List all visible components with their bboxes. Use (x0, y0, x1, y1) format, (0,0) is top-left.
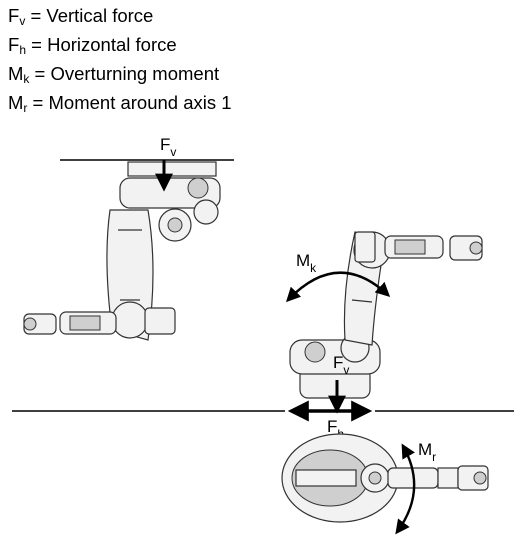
legend-subscript: v (19, 14, 26, 28)
floor-mounted-robot (289, 231, 483, 399)
force-legend: Fv = Vertical force Fh = Horizontal forc… (8, 4, 232, 120)
ceiling-mounted-robot (23, 161, 221, 341)
legend-symbol: F (8, 34, 20, 55)
legend-text: = Vertical force (25, 5, 154, 26)
overturning-moment-arrow (286, 271, 391, 303)
fv-floor-label: Fv (333, 353, 349, 377)
axis1-moment-arrow (395, 443, 416, 535)
mr-label: Mr (418, 440, 436, 464)
legend-subscript: r (23, 101, 28, 115)
legend-text: = Moment around axis 1 (27, 92, 232, 113)
fv-top-label: Fv (160, 135, 176, 159)
legend-row-moment-axis-1: Mr = Moment around axis 1 (8, 91, 232, 120)
legend-row-vertical-force: Fv = Vertical force (8, 4, 232, 33)
legend-symbol: M (8, 92, 24, 113)
top-view-robot (281, 433, 489, 523)
legend-subscript: k (23, 72, 30, 86)
legend-symbol: F (8, 5, 20, 26)
legend-row-horizontal-force: Fh = Horizontal force (8, 33, 232, 62)
legend-subscript: h (19, 43, 26, 57)
legend-text: = Overturning moment (29, 63, 220, 84)
legend-row-overturning-moment: Mk = Overturning moment (8, 62, 232, 91)
legend-symbol: M (8, 63, 24, 84)
legend-text: = Horizontal force (26, 34, 177, 55)
mk-label: Mk (296, 251, 317, 275)
